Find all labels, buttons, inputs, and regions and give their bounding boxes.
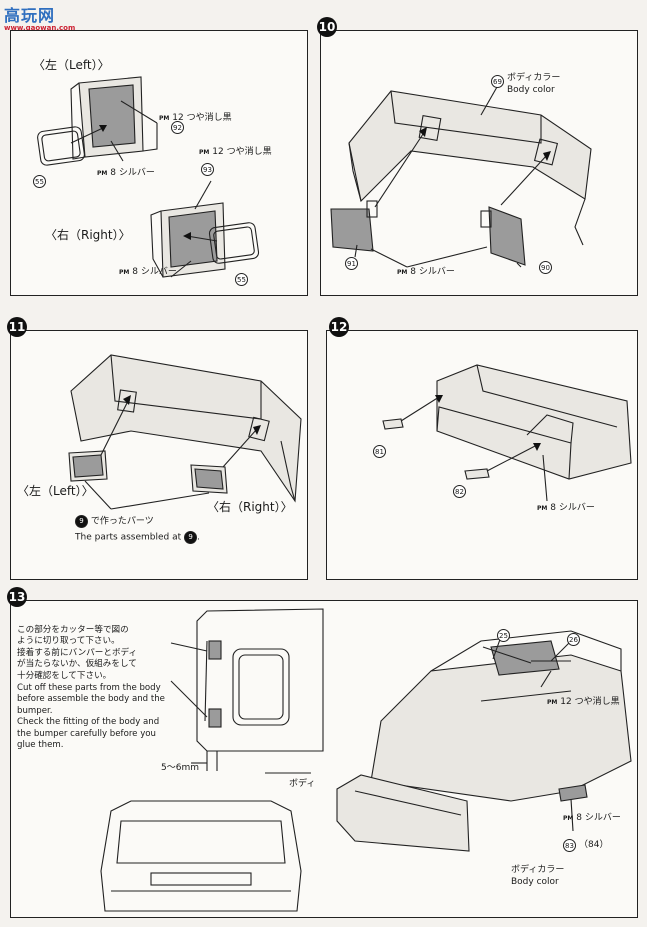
step10-body-color-jp: ボディカラー	[507, 73, 561, 83]
step9-paint-matte-left: PM 12 つや消し黒	[159, 113, 232, 123]
step13-body-color-jp: ボディカラー	[511, 865, 565, 875]
site-watermark: 高玩网 www.gaowan.com	[4, 2, 75, 32]
step-10-badge: 10	[317, 17, 337, 37]
step11-ref-badge: 9	[75, 515, 88, 528]
part-84: （84）	[579, 840, 609, 850]
step10-paint-silver: PM 8 シルバー	[397, 267, 455, 277]
part-90: 90	[539, 261, 552, 274]
step9-left-label: 〈左（Left）〉	[33, 58, 110, 72]
part-55-left: 55	[33, 175, 46, 188]
panel-step-13: 13 この部分をカッター等で図の ように切り取って下さい。 接着する前にバンパー…	[7, 587, 638, 918]
step-11-badge: 11	[7, 317, 27, 337]
step9-paint-silver-right: PM 8 シルバー	[119, 267, 177, 277]
part-55-right: 55	[235, 273, 248, 286]
part-91: 91	[345, 257, 358, 270]
step10-illustration	[330, 86, 592, 268]
step11-illustration	[68, 354, 302, 510]
step11-ref-badge-2: 9	[184, 531, 198, 544]
step13-body-label: ボディ	[289, 779, 316, 789]
step9-illustration	[37, 76, 260, 278]
step11-right-label: 〈右（Right）〉	[207, 500, 293, 514]
part-69: 69	[491, 75, 504, 88]
step9-right-label: 〈右（Right）〉	[45, 228, 131, 242]
panel-step-9: 〈左（Left）〉 〈右（Right）〉 PM 12 つや消し黒 92 PM 8…	[10, 30, 308, 296]
step9-paint-silver-left: PM 8 シルバー	[97, 168, 155, 178]
part-25: 25	[497, 629, 510, 642]
part-92: 92	[171, 121, 184, 134]
panel-step-12: 12 81 82 PM 8 シルバー	[326, 317, 638, 580]
step12-illustration	[382, 364, 632, 502]
step13-paint-matte: PM 12 つや消し黒	[547, 697, 620, 707]
panel-step-10: 10 69 ボディカラー Body color 91 90 PM 8 シルバー	[317, 17, 638, 296]
step11-assembled-note: The parts assembled at 9.	[75, 531, 200, 544]
step11-made-note: 9 で作ったパーツ	[75, 515, 154, 528]
watermark-url: www.gaowan.com	[4, 24, 76, 32]
step-13-badge: 13	[7, 587, 27, 607]
part-83: 83	[563, 839, 576, 852]
part-26: 26	[567, 633, 580, 646]
step9-paint-matte-right: PM 12 つや消し黒	[199, 147, 272, 157]
step11-left-label: 〈左（Left）〉	[17, 484, 94, 498]
step-12-badge: 12	[329, 317, 349, 337]
part-93: 93	[201, 163, 214, 176]
part-82: 82	[453, 485, 466, 498]
step10-body-color-en: Body color	[507, 85, 555, 95]
step13-notes-jp: この部分をカッター等で図の ように切り取って下さい。 接着する前にバンパーとボデ…	[17, 625, 138, 681]
step13-body-color-en: Body color	[511, 877, 559, 887]
step13-notes-en: Cut off these parts from the body before…	[17, 683, 165, 751]
step12-paint-silver: PM 8 シルバー	[537, 503, 595, 513]
step13-dimension: 5〜6mm	[161, 763, 199, 773]
watermark-title: 高玩网	[4, 6, 56, 25]
step13-illustration	[100, 608, 632, 912]
part-81: 81	[373, 445, 386, 458]
panel-step-11: 11 〈左（Left）〉 〈右（Right）〉 9 で作ったパーツ The pa…	[7, 317, 308, 580]
step13-paint-silver: PM 8 シルバー	[563, 813, 621, 823]
